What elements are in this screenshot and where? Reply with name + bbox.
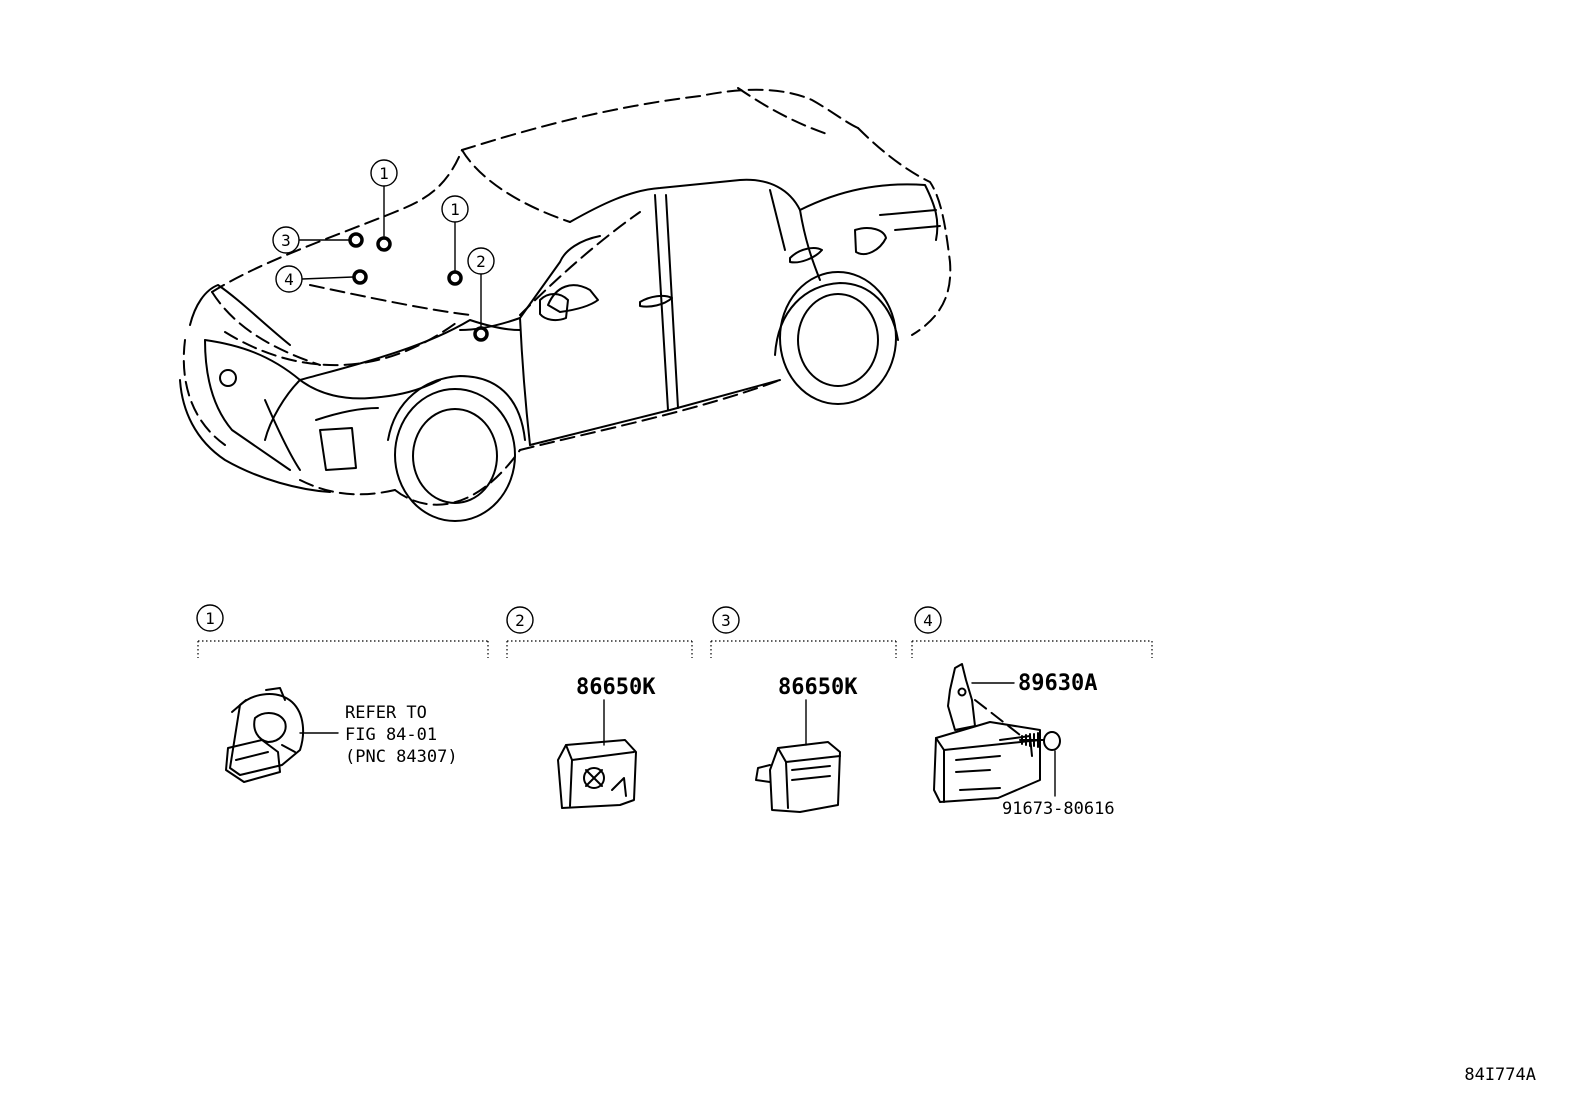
car-callout-label: 4 bbox=[284, 270, 294, 289]
car-callout-3: 3 bbox=[272, 226, 300, 254]
vehicle-callouts: 1 1 2 3 4 bbox=[272, 159, 495, 293]
group-callout-label: 2 bbox=[515, 611, 525, 630]
car-callout-1b: 1 bbox=[441, 195, 469, 223]
group-callout-label: 4 bbox=[923, 611, 933, 630]
group-bracket-2 bbox=[506, 640, 693, 658]
group-4-module: 89630A 91673-80616 bbox=[933, 663, 1115, 819]
group-bracket-3 bbox=[710, 640, 897, 658]
g1-note-line1: REFER TO bbox=[345, 703, 427, 723]
g2-part-number: 86650K bbox=[576, 675, 656, 700]
group-callout-label: 3 bbox=[721, 611, 731, 630]
car-callout-label: 2 bbox=[476, 252, 486, 271]
vehicle-illustration bbox=[179, 87, 952, 522]
group-2-sensor: 86650K bbox=[557, 675, 656, 809]
car-callout-1a: 1 bbox=[370, 159, 398, 187]
group-3-sensor: 86650K bbox=[755, 675, 858, 813]
group-headers: 1 2 3 4 bbox=[196, 604, 1153, 658]
car-callout-label: 3 bbox=[281, 231, 291, 250]
car-callout-label: 1 bbox=[379, 164, 389, 183]
g1-note-line2: FIG 84-01 bbox=[345, 725, 437, 745]
group-callout-label: 1 bbox=[205, 609, 215, 628]
group-callout-1: 1 bbox=[196, 604, 224, 632]
g4-bolt-number: 91673-80616 bbox=[1002, 799, 1115, 819]
group-bracket-4 bbox=[911, 640, 1153, 658]
car-callout-4: 4 bbox=[275, 265, 303, 293]
figure-code: 84I774A bbox=[1464, 1065, 1536, 1085]
car-callout-label: 1 bbox=[450, 200, 460, 219]
group-bracket-1 bbox=[197, 640, 489, 658]
group-1-spiral-cable: REFER TO FIG 84-01 (PNC 84307) bbox=[225, 687, 458, 783]
group-callout-4: 4 bbox=[914, 606, 942, 634]
group-callout-3: 3 bbox=[712, 606, 740, 634]
component-locations bbox=[298, 185, 489, 342]
g3-part-number: 86650K bbox=[778, 675, 858, 700]
group-callout-2: 2 bbox=[506, 606, 534, 634]
g1-note-line3: (PNC 84307) bbox=[345, 747, 458, 767]
car-callout-2: 2 bbox=[467, 247, 495, 275]
g4-part-number: 89630A bbox=[1018, 671, 1097, 696]
